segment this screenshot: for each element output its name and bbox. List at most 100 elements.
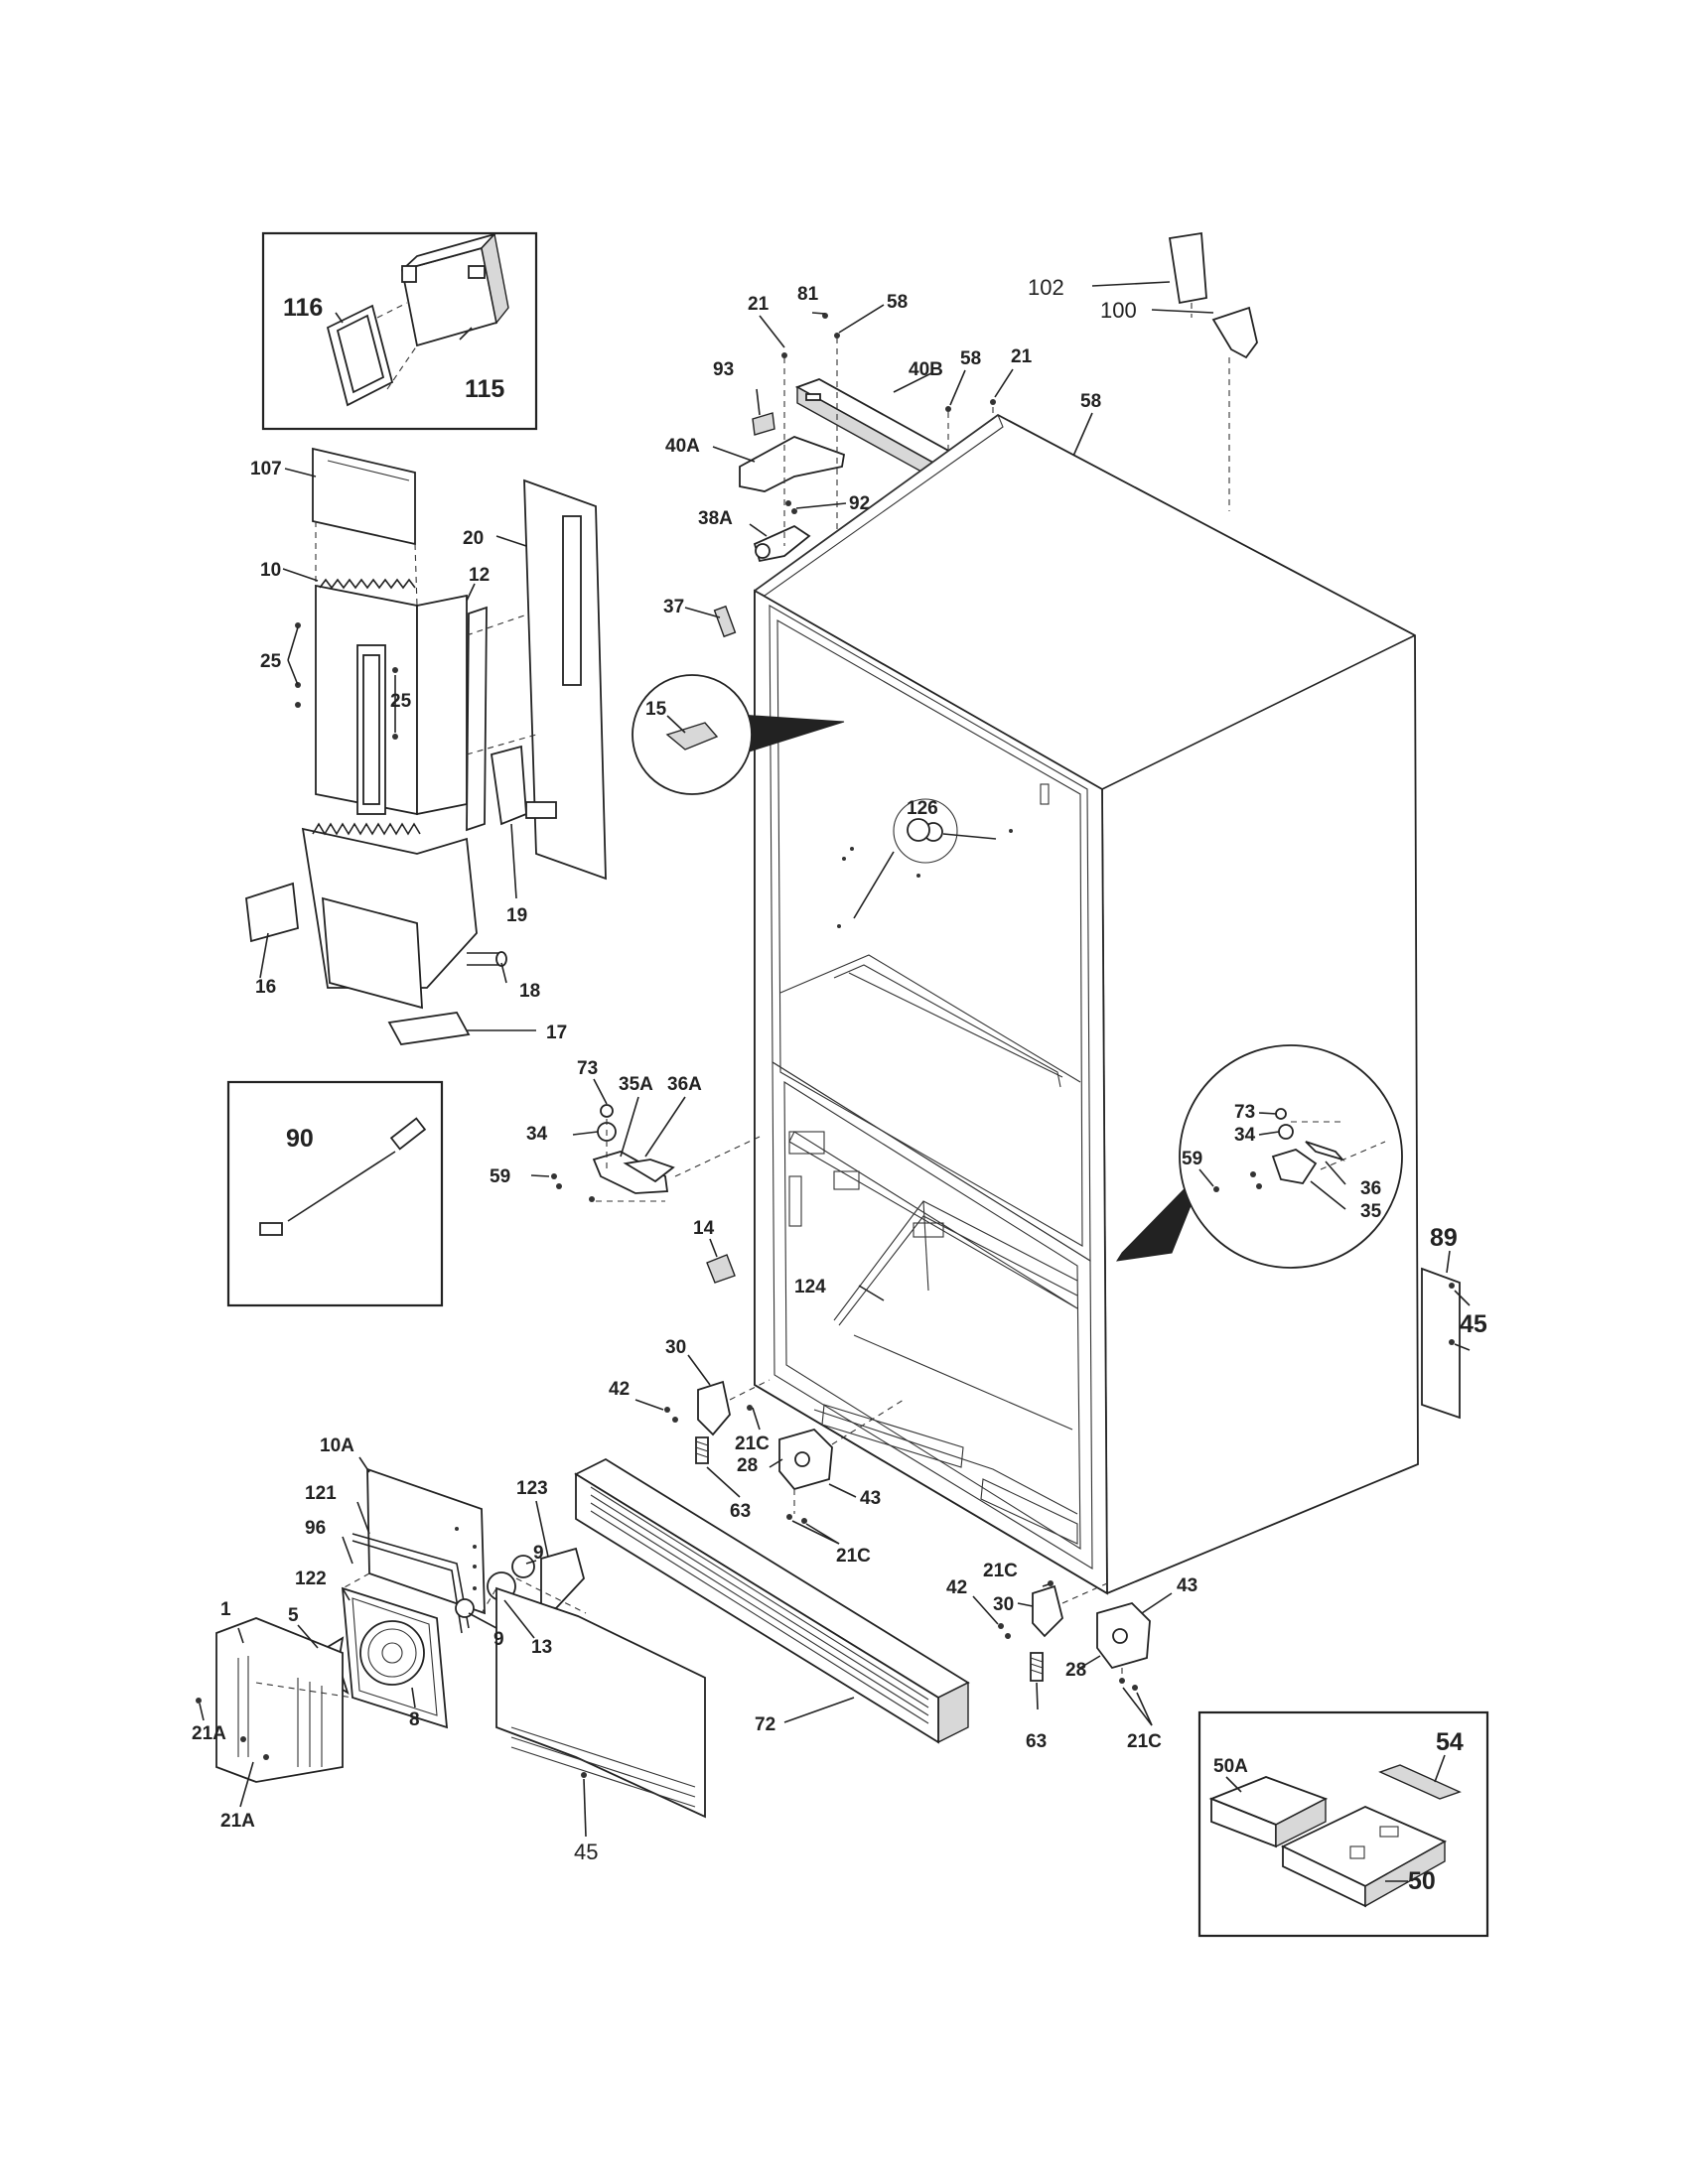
callout-36: 36 [1360, 1178, 1381, 1199]
callout-35: 35 [1360, 1201, 1382, 1222]
callout-5: 5 [288, 1605, 299, 1626]
side-panel-89 [1421, 1267, 1461, 1420]
part-12 [466, 606, 488, 832]
cover-107 [312, 447, 416, 546]
inset-control-box-detail: 50A 54 50 [1197, 1710, 1489, 1938]
callout-16: 16 [255, 977, 276, 998]
callout-10A: 10A [320, 1435, 354, 1456]
callout-63-right: 63 [1026, 1731, 1047, 1752]
shroud-10A [366, 1467, 486, 1615]
callout-122: 122 [295, 1569, 327, 1589]
gasket-116 [326, 304, 394, 407]
callout-50: 50 [1408, 1867, 1436, 1895]
leveler-63-right [1030, 1652, 1044, 1682]
strip-54 [1378, 1764, 1462, 1800]
callout-102: 102 [1028, 275, 1064, 300]
callout-25-left: 25 [260, 651, 282, 672]
spacer-93-left [752, 412, 775, 436]
callout-63-left: 63 [730, 1501, 751, 1522]
detail-circle-15: 15 126 [632, 674, 958, 864]
callout-43-right: 43 [1177, 1575, 1197, 1596]
callout-96: 96 [305, 1518, 326, 1539]
callout-81-top: 81 [797, 284, 819, 305]
callout-25-right: 25 [390, 691, 412, 712]
callout-34-right: 34 [1234, 1125, 1256, 1146]
callout-28-left: 28 [737, 1455, 758, 1476]
callout-12: 12 [469, 565, 490, 586]
callout-9-lower: 9 [493, 1629, 504, 1650]
callout-59-left: 59 [490, 1166, 510, 1187]
callout-40A: 40A [665, 436, 700, 457]
callout-58-top: 58 [887, 292, 908, 313]
callout-9-upper: 9 [533, 1543, 544, 1564]
bracket-19 [490, 745, 527, 826]
callout-124: 124 [794, 1277, 826, 1297]
callout-21A-upper: 21A [192, 1723, 226, 1744]
callout-21C-left: 21C [735, 1433, 770, 1454]
callout-21-top-mid: 21 [1011, 346, 1033, 367]
callout-40B: 40B [909, 359, 943, 380]
callout-14: 14 [693, 1218, 715, 1239]
callout-126: 126 [907, 798, 938, 819]
callout-92-left: 92 [849, 493, 870, 514]
bracket-30-left [697, 1380, 731, 1436]
callout-58-mid: 58 [960, 348, 981, 369]
front-panel-1 [215, 1617, 344, 1783]
hinge-36A [623, 1159, 675, 1183]
callout-121: 121 [305, 1483, 337, 1504]
inset-ice-container-detail: 116 115 [261, 231, 538, 431]
callout-35A: 35A [619, 1074, 653, 1095]
callout-36A: 36A [667, 1074, 702, 1095]
callout-30-right: 30 [993, 1594, 1014, 1615]
callout-21A-lower: 21A [220, 1811, 255, 1832]
bracket-100 [1211, 306, 1258, 359]
callout-72: 72 [755, 1714, 775, 1735]
callout-43-left: 43 [860, 1488, 881, 1509]
callout-115: 115 [465, 375, 504, 403]
bracket-123 [540, 1547, 585, 1609]
refrigerator-cabinet: 89 45 14 124 [693, 413, 1487, 1595]
hinge-35A [592, 1151, 669, 1194]
callout-21-top-left: 21 [748, 294, 770, 315]
tray-17 [387, 1012, 471, 1045]
callout-93-left: 93 [713, 359, 734, 380]
callout-15: 15 [645, 699, 667, 720]
callout-38A: 38A [698, 508, 733, 529]
left-door-hinge: 73 35A 36A 34 59 [490, 1058, 761, 1202]
kick-plate-72: 72 [574, 1457, 970, 1744]
callout-100: 100 [1100, 298, 1137, 323]
callout-90: 90 [286, 1125, 314, 1153]
callout-19: 19 [506, 905, 527, 926]
callout-28-right: 28 [1065, 1660, 1086, 1681]
lower-left-hinge: 30 42 21C 28 63 43 21C [609, 1337, 905, 1567]
plug-126 [907, 818, 930, 842]
bushing-73 [600, 1104, 614, 1118]
callout-21C-right: 21C [983, 1561, 1018, 1581]
ice-bucket-assembly: 107 20 10 12 25 25 19 16 18 17 [245, 447, 607, 1045]
callout-8: 8 [409, 1709, 420, 1730]
inset-cable-detail: 90 [226, 1080, 444, 1307]
callout-18: 18 [519, 981, 540, 1002]
callout-20: 20 [463, 528, 484, 549]
callout-21C-right-lower: 21C [1127, 1731, 1162, 1752]
callout-42-right: 42 [946, 1577, 967, 1598]
callout-34-left: 34 [526, 1124, 548, 1145]
bracket-102 [1168, 231, 1207, 305]
callout-45-bottom: 45 [574, 1840, 598, 1864]
grommet-9-upper [511, 1555, 535, 1578]
callout-73-left: 73 [577, 1058, 598, 1079]
callout-116: 116 [283, 294, 323, 322]
housing-115 [400, 232, 509, 347]
hinge-40A [739, 436, 846, 492]
callout-42-left: 42 [609, 1379, 630, 1400]
callout-58-right: 58 [1080, 391, 1101, 412]
callout-50A: 50A [1213, 1756, 1248, 1777]
callout-123: 123 [516, 1478, 548, 1499]
callout-45-side: 45 [1460, 1310, 1487, 1338]
block-14 [706, 1254, 736, 1284]
callout-89: 89 [1430, 1224, 1458, 1252]
callout-13: 13 [531, 1637, 552, 1658]
callout-54: 54 [1436, 1728, 1464, 1756]
callout-107: 107 [250, 459, 282, 479]
